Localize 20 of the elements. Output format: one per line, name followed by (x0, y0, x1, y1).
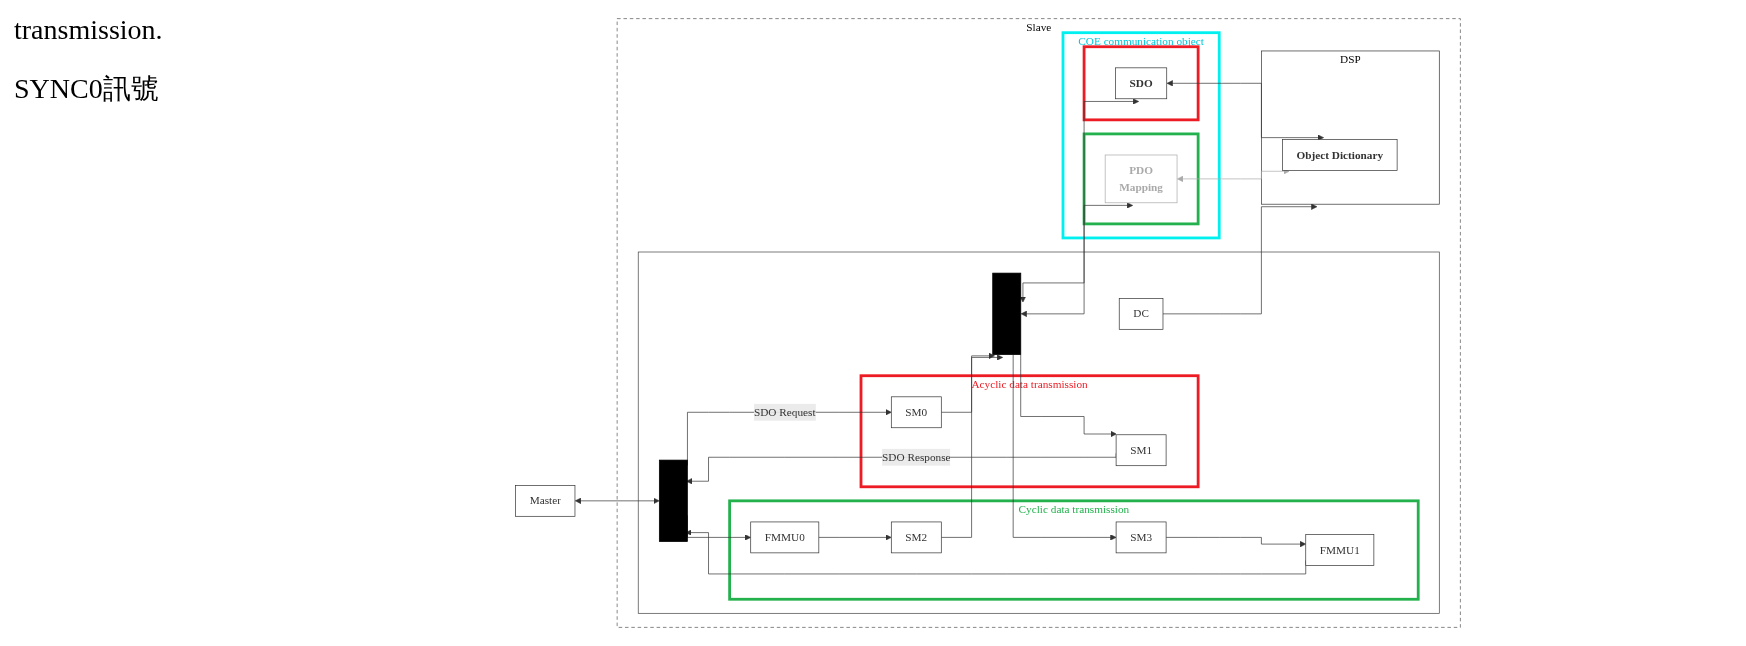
node-box: DC (1118, 298, 1164, 330)
cluster (637, 251, 1440, 614)
cluster (1082, 45, 1200, 122)
node-box: SM3 (1115, 521, 1167, 554)
node-box: FMMU0 (750, 521, 820, 554)
note-text: transmission. (14, 14, 164, 46)
node-box: SM2 (890, 521, 942, 554)
node-bar (658, 459, 688, 542)
node-box: Object Dictionary (1282, 139, 1398, 171)
edge-label: SDO Request (753, 405, 816, 418)
edge-label: SDO Response (882, 450, 951, 463)
node-box: SM0 (890, 396, 942, 429)
node-box: FMMU1 (1305, 534, 1375, 566)
note-text: SYNC0訊號 (14, 72, 160, 106)
node-box: SM1 (1115, 434, 1167, 467)
node-box: Master (515, 485, 576, 517)
node-box: PDO Mapping (1104, 154, 1178, 204)
node-box: SDO (1115, 67, 1168, 100)
cluster (1082, 132, 1200, 226)
node-bar (992, 272, 1022, 355)
